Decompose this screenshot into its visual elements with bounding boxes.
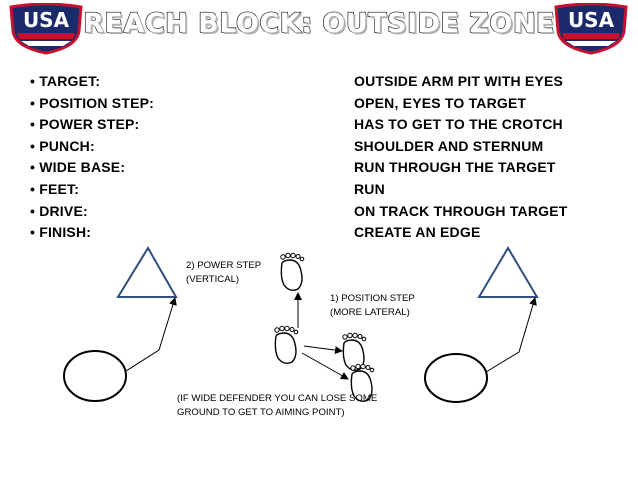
blocker-circle-icon-left [63,350,127,402]
label-drive: • DRIVE: [30,202,88,219]
wide-step-arrow [301,352,349,380]
wide-defender-note: (IF WIDE DEFENDER YOU CAN LOSE SOME GROU… [177,392,377,419]
position-step-label: 1) POSITION STEP (MORE LATERAL) [330,292,415,319]
label-target: • TARGET: [30,73,101,89]
logo-text-left: USA [23,8,70,32]
path-arrow-right [485,297,537,373]
label-punch: • PUNCH: [30,137,95,154]
page-title: REACH BLOCK: OUTSIDE ZONE [82,7,555,39]
value-power-step: HAS TO GET TO THE CROTCH [354,116,563,133]
usa-logo-right-icon: USA [554,3,628,55]
blocker-circle-icon-right [424,353,488,403]
position-step-line-1: 1) POSITION STEP [330,293,415,304]
logo-text-right: USA [568,8,615,32]
value-punch: SHOULDER AND STERNUM [354,137,544,154]
label-wide-base: • WIDE BASE: [30,159,126,176]
position-step-arrow [303,345,343,355]
power-step-line-1: 2) POWER STEP [186,260,262,271]
path-arrow-left [125,297,177,372]
position-step-line-2: (MORE LATERAL) [330,306,410,318]
value-drive: ON TRACK THROUGH TARGET [354,202,568,219]
power-step-line-2: (VERTICAL) [186,273,240,285]
value-wide-base: RUN THROUGH THE TARGET [354,159,556,176]
power-step-label: 2) POWER STEP (VERTICAL) [186,259,261,286]
value-position-step: OPEN, EYES TO TARGET [354,94,527,111]
label-position-step: • POSITION STEP: [30,94,155,111]
defender-triangle-icon-left [116,246,178,298]
wide-defender-line-1: (IF WIDE DEFENDER YOU CAN LOSE SOME [177,393,378,404]
footprint-icon-start [274,325,299,365]
coaching-point-values: OUTSIDE ARM PIT WITH EYES OPEN, EYES TO … [354,71,568,244]
value-finish: CREATE AN EDGE [354,224,481,241]
footprint-icon-power-step [280,252,305,292]
wide-defender-line-2: GROUND TO GET TO AIMING POINT) [177,406,345,418]
value-feet: RUN [354,180,385,197]
coaching-point-labels: • TARGET: • POSITION STEP: • POWER STEP:… [30,71,154,244]
defender-triangle-icon-right [477,246,539,298]
label-finish: • FINISH: [30,224,92,241]
usa-logo-left-icon: USA [9,3,83,55]
label-power-step: • POWER STEP: [30,116,140,133]
value-target: OUTSIDE ARM PIT WITH EYES [354,73,564,89]
label-feet: • FEET: [30,180,80,197]
